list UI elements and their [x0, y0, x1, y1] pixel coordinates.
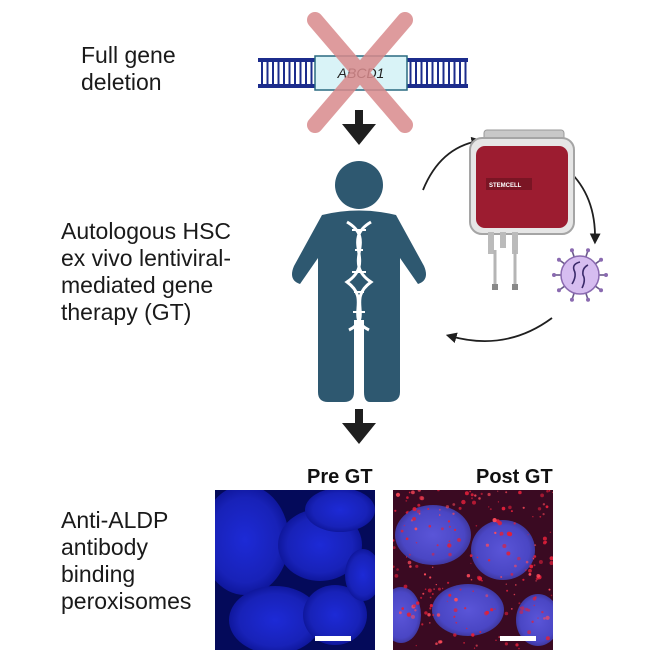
- micrograph-post-gt: [393, 490, 553, 650]
- cycle-arrow-to-patient: [445, 317, 553, 343]
- scale-bar-post: [500, 636, 536, 641]
- micrograph-post-gt-image: [393, 490, 553, 650]
- down-arrow-2: [342, 409, 376, 444]
- label-gene-therapy: Autologous HSC ex vivo lentiviral- media…: [61, 218, 232, 325]
- cycle-arrow-to-bag: [422, 136, 483, 191]
- micrograph-pre-gt: [215, 490, 375, 650]
- micrograph-pre-gt-image: [215, 490, 375, 650]
- patient-figure: [292, 161, 426, 402]
- panel-title-post: Post GT: [476, 466, 553, 488]
- panel-title-pre: Pre GT: [307, 466, 373, 488]
- deletion-cross: [307, 12, 413, 133]
- dna-rungs: [261, 60, 467, 86]
- head: [335, 161, 383, 209]
- lentivirus-icon: [552, 248, 608, 302]
- down-arrow-1: [342, 110, 376, 145]
- dna-helix-icon: [344, 220, 374, 332]
- bag-brand: STEMCELL: [489, 183, 522, 189]
- label-anti-aldp: Anti-ALDP antibody binding peroxisomes: [61, 507, 192, 614]
- scale-bar-pre: [315, 636, 351, 641]
- blood-bag-icon: STEMCELL: [469, 129, 575, 290]
- peroxisome-dots: [393, 490, 553, 650]
- label-gene-deletion: Full gene deletion: [81, 42, 176, 95]
